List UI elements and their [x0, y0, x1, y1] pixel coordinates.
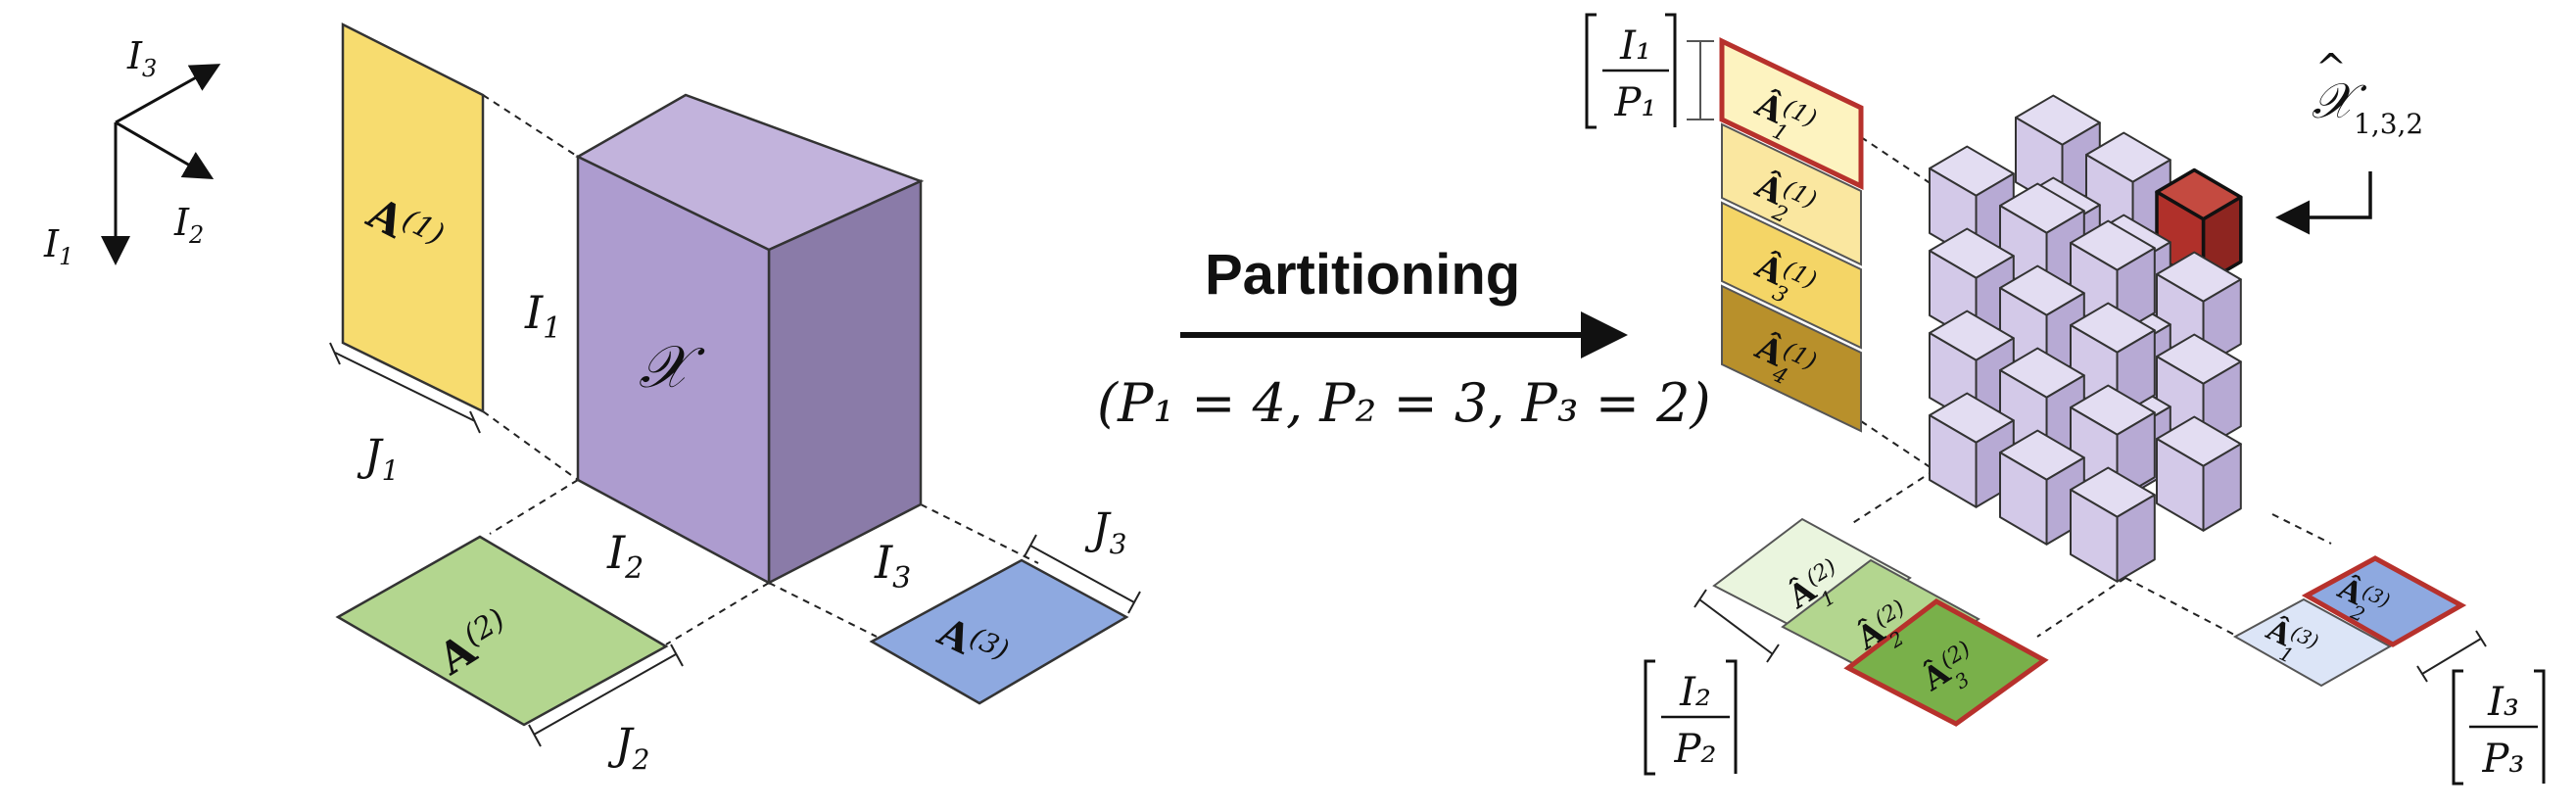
dim-i3-label: I3 — [874, 536, 911, 596]
tensor-front-face — [576, 155, 771, 586]
a1-block-1 — [1719, 37, 1864, 190]
svg-text:P₁: P₁ — [1614, 80, 1657, 125]
projection-line — [1860, 136, 1935, 187]
svg-text:I₃: I₃ — [2487, 680, 2519, 725]
factor-a1-rect — [341, 22, 485, 414]
svg-text:P₂: P₂ — [1674, 727, 1717, 772]
dim-j2-label: J2 — [607, 720, 649, 776]
block-pointer-arrow — [2275, 171, 2372, 235]
projection-line — [2036, 577, 2126, 638]
j1-bracket — [329, 342, 481, 434]
tensor-side-face — [767, 179, 923, 586]
left-decomposition: A(1) J1 𝒳 I1 I2 I3 A(2) J2 A(3) — [329, 22, 1141, 776]
tensor-block — [2070, 466, 2156, 583]
partitioning-title: Partitioning — [1205, 243, 1520, 307]
axis-i2-arrow — [115, 120, 215, 180]
i2-p2-bracket — [1693, 589, 1780, 663]
projection-line — [482, 94, 579, 158]
j2-bracket — [528, 644, 684, 747]
tensor-block — [2156, 415, 2242, 532]
dim-j3-label: J3 — [1084, 504, 1126, 560]
a2-block-3 — [1843, 598, 2049, 727]
dim-j1-label: J1 — [357, 431, 399, 487]
projection-line — [920, 503, 1039, 564]
a1-block-3 — [1721, 201, 1862, 350]
axis-i3-arrow — [115, 64, 221, 124]
a3-block-1 — [2232, 597, 2393, 688]
dim-i2-label: I2 — [606, 526, 644, 586]
factor-a2-rect — [335, 535, 669, 727]
projection-line — [2271, 513, 2332, 545]
factor-a3-rect — [869, 558, 1129, 705]
projection-line — [489, 479, 579, 535]
i3-p3-bracket — [2416, 630, 2487, 683]
axis-i3-label: I3 — [126, 34, 157, 82]
projection-line — [1860, 420, 1935, 471]
tensor-block — [1999, 429, 2085, 546]
partitioning-arrow-group: Partitioning (P₁ = 4, P₂ = 3, P₃ = 2) — [1097, 243, 1711, 434]
a1-block-4 — [1721, 284, 1862, 433]
projection-line — [482, 410, 579, 481]
svg-text:I₁: I₁ — [1619, 24, 1651, 69]
ceil-i2-p2: I₂ P₂ — [1644, 659, 1738, 776]
ceil-i3-p3: I₃ P₃ — [2452, 669, 2546, 786]
axis-i1-label: I1 — [43, 222, 73, 270]
projection-line — [665, 582, 770, 645]
dim-i1-label: I1 — [524, 286, 561, 346]
j3-bracket — [1024, 534, 1141, 614]
partitioned-tensor-blocks — [1929, 94, 2243, 583]
svg-text:P₃: P₃ — [2482, 737, 2525, 782]
a3-block-2 — [2301, 555, 2467, 647]
block-label-hat: ^ — [2315, 46, 2347, 89]
a1-block-2 — [1721, 122, 1862, 266]
projection-line — [1850, 469, 1935, 525]
projection-line — [2124, 577, 2239, 638]
axes-legend: I3 I2 I1 — [43, 34, 221, 270]
ceil-i1-p1: I₁ P₁ — [1585, 13, 1714, 129]
svg-text:I₂: I₂ — [1679, 670, 1711, 715]
partitioning-params: (P₁ = 4, P₂ = 3, P₃ = 2) — [1097, 372, 1711, 434]
right-partitioned: Â(1)1 Â(1)2 Â(1)3 Â(1)4 I₁ P₁ 𝒳1,3,2 ^ Â… — [1585, 13, 2546, 786]
projection-line — [768, 582, 878, 638]
axis-i2-label: I2 — [173, 201, 204, 249]
